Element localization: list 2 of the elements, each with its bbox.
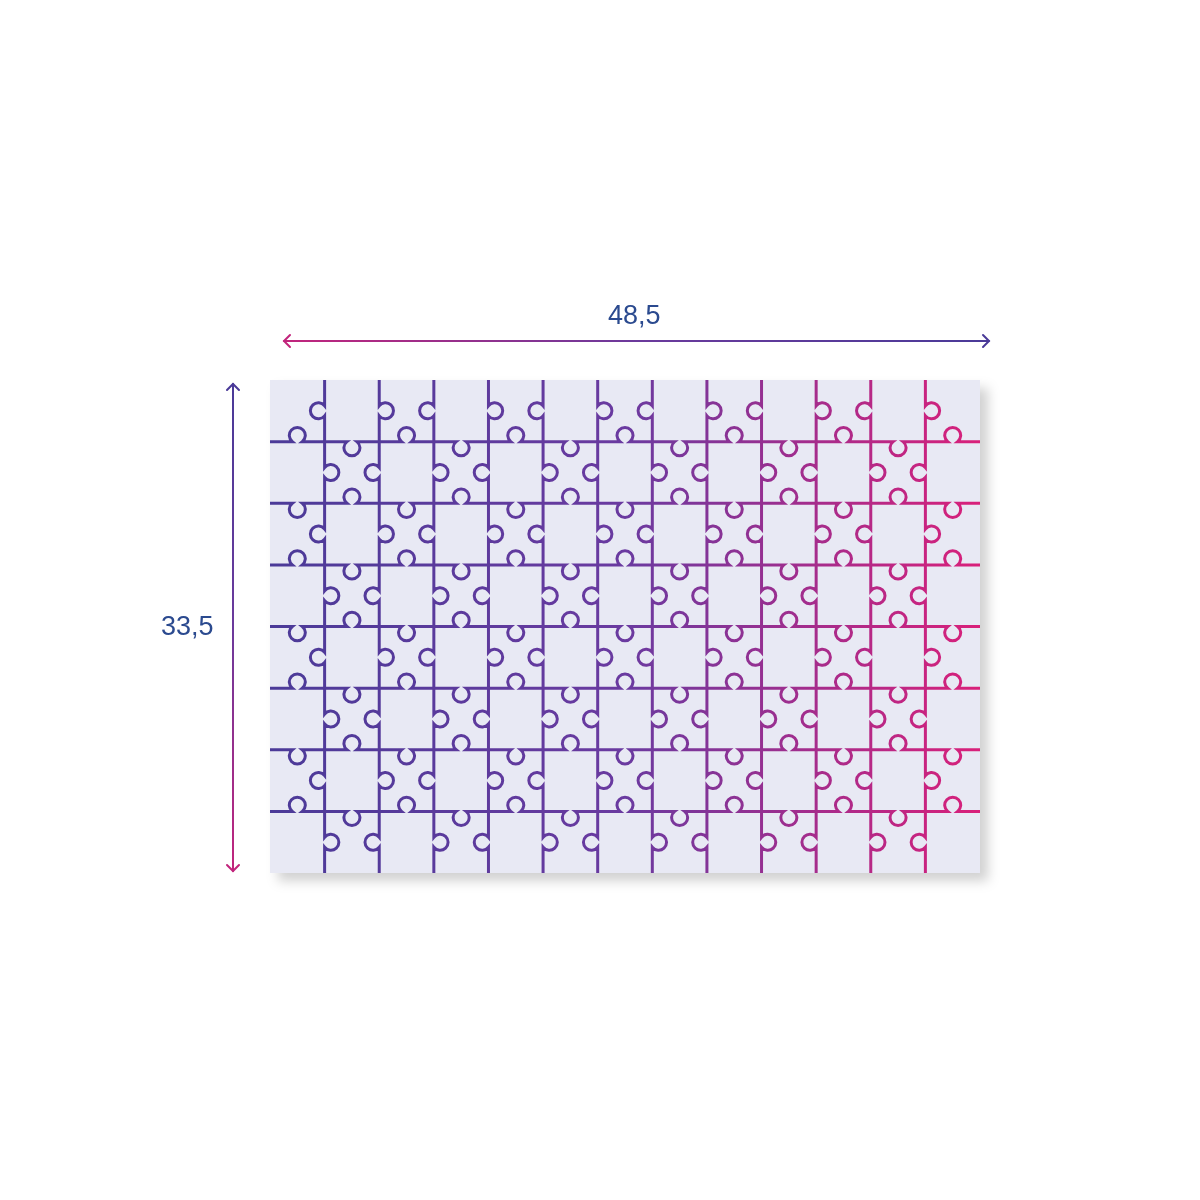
dimension-label: 33,5 (161, 613, 214, 640)
dimension-label: 48,5 (608, 302, 661, 329)
